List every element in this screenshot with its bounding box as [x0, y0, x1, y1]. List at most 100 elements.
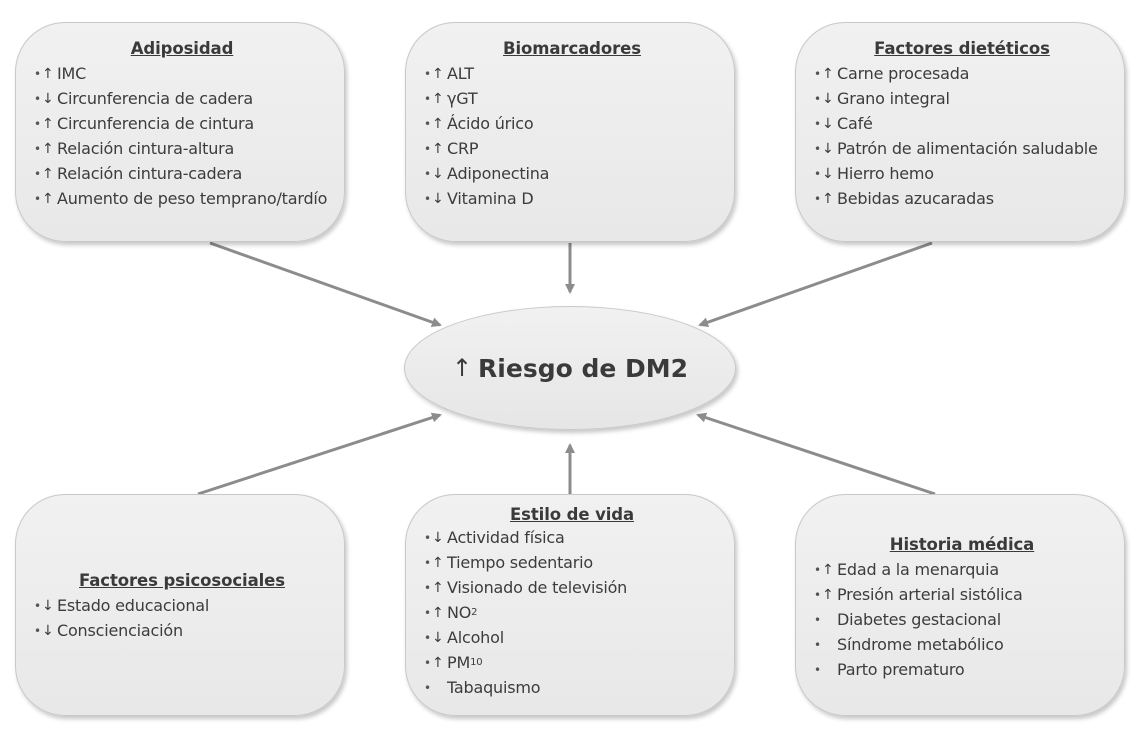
list-item: •↓Alcohol [424, 625, 720, 650]
list-item: •↓Hierro hemo [814, 161, 1110, 186]
down-arrow-icon: ↓ [42, 597, 54, 614]
list-item: •↑IMC [34, 61, 330, 86]
bullet-icon: • [424, 605, 431, 620]
list-item: •↑Tiempo sedentario [424, 550, 720, 575]
bullet-icon: • [34, 191, 41, 206]
bullet-icon: • [34, 116, 41, 131]
bullet-icon: • [814, 662, 821, 677]
dieteticos-title: Factores dietéticos [874, 39, 1050, 58]
list-item: •↑CRP [424, 136, 720, 161]
bullet-icon: • [814, 141, 821, 156]
item-label: Visionado de televisión [447, 578, 628, 597]
item-label: Relación cintura-altura [57, 139, 235, 158]
up-arrow-icon: ↑ [432, 115, 444, 132]
list-item: •↓Circunferencia de cadera [34, 86, 330, 111]
bullet-icon: • [424, 191, 431, 206]
down-arrow-icon: ↓ [432, 165, 444, 182]
bullet-icon: • [34, 166, 41, 181]
up-arrow-icon: ↑ [432, 654, 444, 671]
biomarcadores-list: •↑ALT•↑γGT•↑Ácido úrico•↑CRP•↓Adiponecti… [424, 61, 720, 211]
center-label: Riesgo de DM2 [478, 353, 689, 383]
down-arrow-icon: ↓ [822, 165, 834, 182]
dieteticos-list: •↑Carne procesada•↓Grano integral•↓Café•… [814, 61, 1110, 211]
list-item: • Tabaquismo [424, 675, 720, 700]
bullet-icon: • [34, 623, 41, 638]
up-arrow-icon: ↑ [432, 90, 444, 107]
list-item: •↓Actividad física [424, 525, 720, 550]
bullet-icon: • [424, 555, 431, 570]
item-label: Presión arterial sistólica [837, 585, 1023, 604]
bullet-icon: • [424, 66, 431, 81]
item-label: NO [447, 603, 472, 622]
bullet-icon: • [424, 630, 431, 645]
list-item: •Diabetes gestacional [814, 607, 1110, 632]
bullet-icon: • [814, 91, 821, 106]
up-arrow-icon: ↑ [432, 140, 444, 157]
adiposidad-title: Adiposidad [130, 39, 234, 58]
item-label: Ácido úrico [447, 114, 534, 133]
item-label: Circunferencia de cintura [57, 114, 255, 133]
down-arrow-icon: ↓ [432, 529, 444, 546]
item-label: CRP [447, 139, 479, 158]
up-arrow-icon: ↑ [822, 586, 834, 603]
list-item: •↓Vitamina D [424, 186, 720, 211]
bullet-icon: • [814, 637, 821, 652]
item-label: Alcohol [447, 628, 504, 647]
bullet-icon: • [814, 66, 821, 81]
list-item: •↑Edad a la menarquia [814, 557, 1110, 582]
bullet-icon: • [814, 191, 821, 206]
list-item: •↓Estado educacional [34, 593, 330, 618]
item-label: Tabaquismo [447, 678, 541, 697]
adiposidad-list: •↑IMC•↓Circunferencia de cadera•↑Circunf… [34, 61, 330, 211]
down-arrow-icon: ↓ [432, 629, 444, 646]
item-label: Grano integral [837, 89, 950, 108]
list-item: •↓Café [814, 111, 1110, 136]
item-label: Relación cintura-cadera [57, 164, 243, 183]
list-item: •↓Conscienciación [34, 618, 330, 643]
estilo-list: •↓Actividad física•↑Tiempo sedentario•↑V… [424, 525, 720, 700]
item-label: Parto prematuro [837, 660, 965, 679]
bullet-icon: • [34, 141, 41, 156]
bullet-icon: • [424, 680, 431, 695]
item-label: Café [837, 114, 873, 133]
down-arrow-icon: ↓ [42, 622, 54, 639]
item-label: Bebidas azucaradas [837, 189, 994, 208]
up-arrow-icon: ↑ [822, 65, 834, 82]
up-arrow-icon: ↑ [432, 604, 444, 621]
bullet-icon: • [424, 580, 431, 595]
list-item: •↑Circunferencia de cintura [34, 111, 330, 136]
historia-list: •↑Edad a la menarquia•↑Presión arterial … [814, 557, 1110, 682]
down-arrow-icon: ↓ [822, 140, 834, 157]
bullet-icon: • [814, 166, 821, 181]
item-label: Carne procesada [837, 64, 970, 83]
up-arrow-icon: ↑ [432, 554, 444, 571]
item-label: Hierro hemo [837, 164, 934, 183]
item-label: PM [447, 653, 471, 672]
item-label: Vitamina D [447, 189, 534, 208]
estilo-title: Estilo de vida [509, 505, 635, 524]
psicosociales-title: Factores psicosociales [79, 571, 285, 590]
item-label: Conscienciación [57, 621, 183, 640]
arrow-psicosociales [197, 412, 442, 496]
up-arrow-icon: ↑ [42, 115, 54, 132]
list-item: •↑Presión arterial sistólica [814, 582, 1110, 607]
bullet-icon: • [814, 116, 821, 131]
bullet-icon: • [424, 91, 431, 106]
up-arrow-icon: ↑ [451, 354, 473, 382]
item-label: Patrón de alimentación saludable [837, 139, 1098, 158]
item-label: Adiponectina [447, 164, 550, 183]
arrow-adiposidad [209, 241, 442, 328]
dieteticos-box: Factores dietéticos •↑Carne procesada•↓G… [795, 22, 1125, 242]
riesgo-dm2-ellipse: ↑ Riesgo de DM2 [404, 306, 736, 430]
bullet-icon: • [424, 655, 431, 670]
item-label: Estado educacional [57, 596, 210, 615]
item-label: Aumento de peso temprano/tardío [57, 189, 328, 208]
up-arrow-icon: ↑ [822, 190, 834, 207]
item-label: Actividad física [447, 528, 565, 547]
up-arrow-icon: ↑ [432, 65, 444, 82]
list-item: •↑Visionado de televisión [424, 575, 720, 600]
historia-box: Historia médica •↑Edad a la menarquia•↑P… [795, 494, 1125, 716]
up-arrow-icon: ↑ [42, 190, 54, 207]
